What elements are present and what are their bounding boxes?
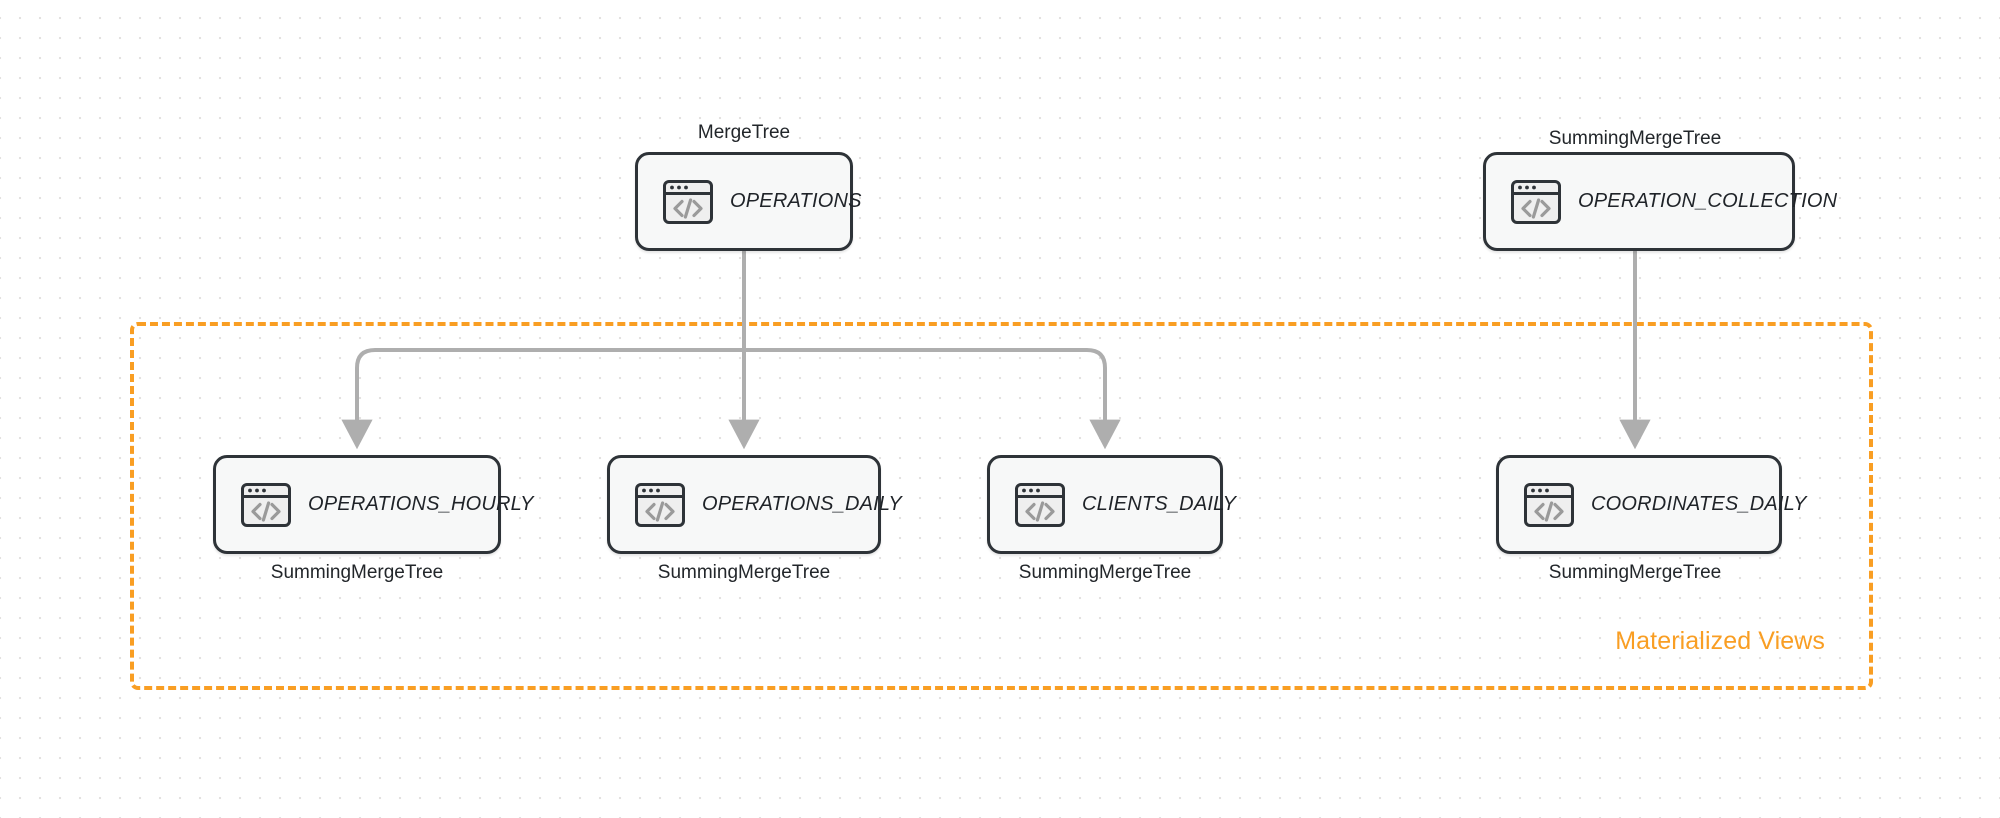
node-operations-hourly[interactable]: OPERATIONS_HOURLY <box>213 455 533 554</box>
node-label-operations-hourly: OPERATIONS_HOURLY <box>308 493 534 515</box>
node-coordinates-daily[interactable]: COORDINATES_DAILY <box>1496 455 1806 554</box>
code-window-icon <box>1511 179 1561 224</box>
engine-caption-clients-daily: SummingMergeTree <box>1018 562 1192 583</box>
engine-caption-coordinates-daily: SummingMergeTree <box>1548 562 1722 583</box>
node-label-operations: OPERATIONS <box>730 190 862 212</box>
node-label-operations-daily: OPERATIONS_DAILY <box>702 493 902 515</box>
engine-caption-operations-daily: SummingMergeTree <box>657 562 831 583</box>
engine-caption-operation-collection: SummingMergeTree <box>1548 128 1722 149</box>
code-window-icon <box>635 482 685 527</box>
node-clients-daily[interactable]: CLIENTS_DAILY <box>987 455 1236 554</box>
code-window-icon <box>1524 482 1574 527</box>
node-label-clients-daily: CLIENTS_DAILY <box>1082 493 1237 515</box>
materialized-views-group: Materialized Views <box>130 322 1873 690</box>
materialized-views-group-label: Materialized Views <box>1615 627 1825 655</box>
node-operations[interactable]: OPERATIONS <box>635 152 861 251</box>
node-operation-collection[interactable]: OPERATION_COLLECTION <box>1483 152 1837 251</box>
code-window-icon <box>241 482 291 527</box>
engine-caption-operations: MergeTree <box>697 122 791 143</box>
code-window-icon <box>1015 482 1065 527</box>
engine-caption-operations-hourly: SummingMergeTree <box>270 562 444 583</box>
node-operations-daily[interactable]: OPERATIONS_DAILY <box>607 455 902 554</box>
node-label-coordinates-daily: COORDINATES_DAILY <box>1591 493 1807 515</box>
node-label-operation-collection: OPERATION_COLLECTION <box>1578 190 1838 212</box>
code-window-icon <box>663 179 713 224</box>
